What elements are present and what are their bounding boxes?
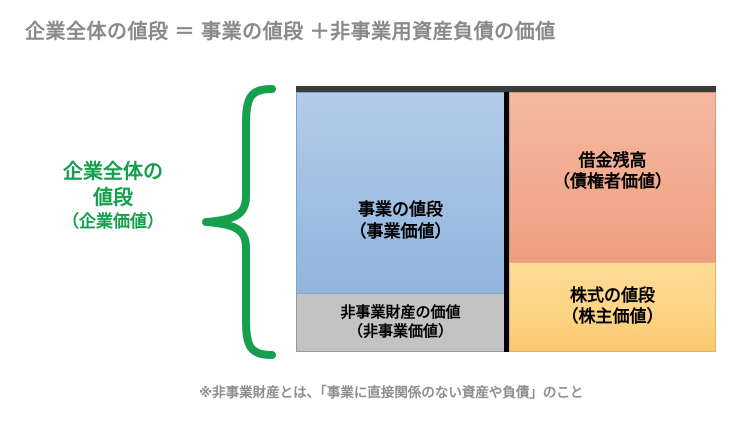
liabilities-equity-column: 借金残高 （債権者価値） 株式の値段 （株主価値） <box>509 92 716 352</box>
equity-value-title: 株式の値段 <box>570 286 655 306</box>
business-value-subtitle: （事業価値） <box>349 222 452 241</box>
non-business-value-title: 非事業財産の価値 <box>340 304 461 322</box>
enterprise-value-label: 企業全体の 値段 （企業価値） <box>28 160 198 233</box>
debt-balance-title: 借金残高 <box>578 150 647 170</box>
debt-balance-box: 借金残高 （債権者価値） <box>509 92 716 262</box>
non-business-value-box: 非事業財産の価値 （非事業価値） <box>296 293 505 352</box>
value-structure-diagram: 事業の値段 （事業価値） 非事業財産の価値 （非事業価値） 借金残高 （債権者価… <box>296 86 716 352</box>
equity-value-box: 株式の値段 （株主価値） <box>509 262 716 352</box>
equity-value-subtitle: （株主価値） <box>561 307 664 326</box>
enterprise-value-label-line2: 値段 <box>93 186 133 209</box>
curly-brace-icon <box>202 85 276 359</box>
page-title: 企業全体の値段 ＝ 事業の値段 ＋非事業用資産負債の価値 <box>25 21 556 43</box>
enterprise-value-label-line3: （企業価値） <box>62 212 164 232</box>
non-business-value-subtitle: （非事業価値） <box>347 322 453 340</box>
assets-column: 事業の値段 （事業価値） 非事業財産の価値 （非事業価値） <box>296 92 505 352</box>
business-value-title: 事業の値段 <box>358 200 443 220</box>
enterprise-value-label-line1: 企業全体の <box>63 161 163 183</box>
footnote-text: ※非事業財産とは、「事業に直接関係のない資産や負債」のこと <box>199 385 584 400</box>
diagram-top-bar <box>296 86 716 92</box>
business-value-box: 事業の値段 （事業価値） <box>296 92 505 293</box>
column-divider <box>504 92 509 352</box>
debt-balance-subtitle: （債権者価値） <box>553 171 672 191</box>
